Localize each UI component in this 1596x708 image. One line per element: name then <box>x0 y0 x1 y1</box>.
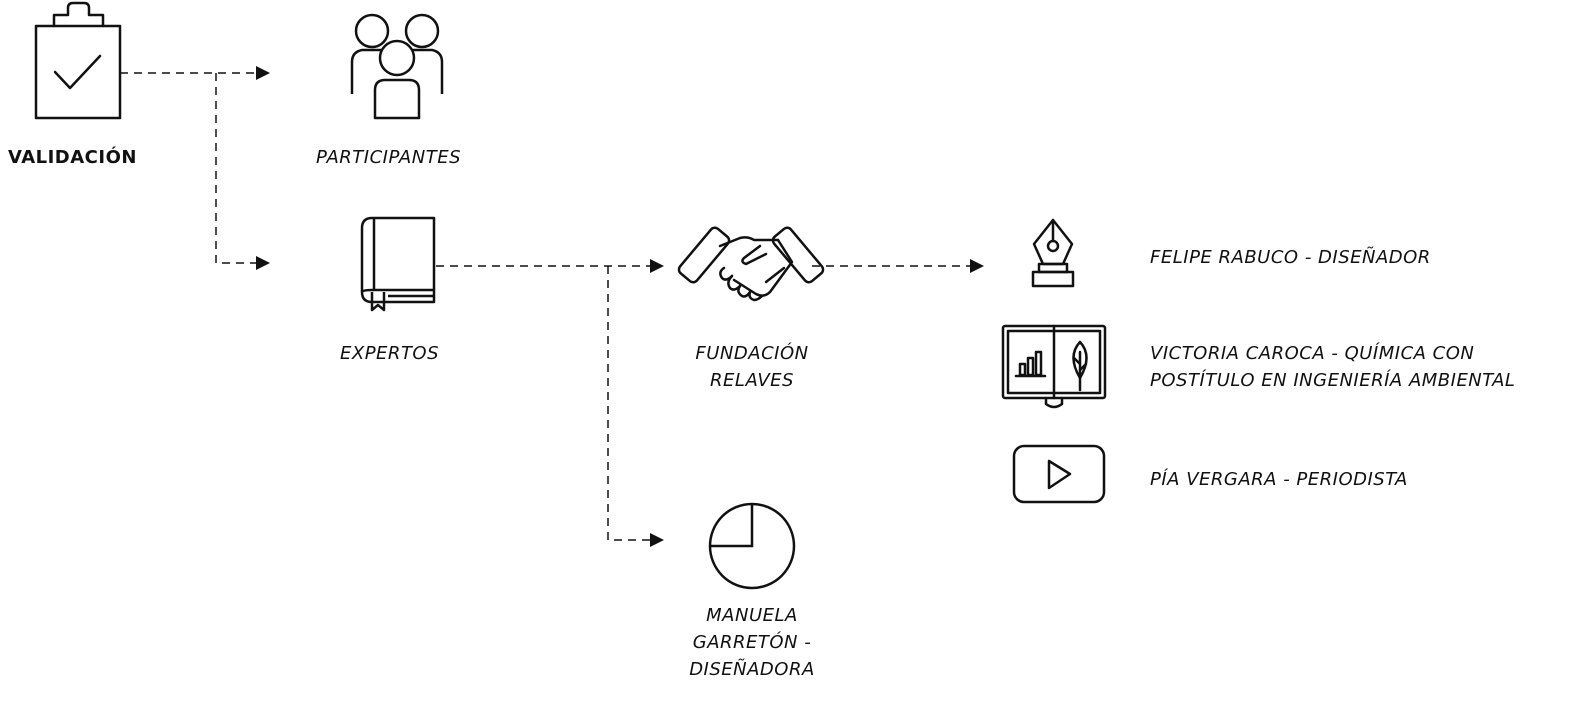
node-label-manuela-line1: MANUELA <box>706 605 798 626</box>
play-button-icon <box>1014 446 1104 502</box>
node-label-expertos: EXPERTOS <box>340 343 440 364</box>
node-label-manuela: MANUELA GARRETÓN - DISEÑADORA <box>668 602 836 683</box>
clipboard-check-icon <box>36 3 120 118</box>
connector-expertos-manuela <box>607 266 664 547</box>
pen-nib-icon <box>1033 220 1073 286</box>
node-label-fundacion: FUNDACIÓN RELAVES <box>668 340 836 394</box>
book-icon <box>362 218 434 310</box>
connector-validacion-expertos <box>215 73 270 270</box>
node-label-manuela-line2: GARRETÓN - <box>692 632 812 653</box>
node-label-victoria: VICTORIA CAROCA - QUÍMICA CON POSTÍTULO … <box>1150 340 1515 394</box>
node-label-pia: PÍA VERGARA - PERIODISTA <box>1150 469 1408 490</box>
people-group-icon <box>352 15 442 118</box>
node-label-felipe: FELIPE RABUCO - DISEÑADOR <box>1150 247 1431 268</box>
pie-chart-icon <box>710 504 794 588</box>
node-label-fundacion-line2: RELAVES <box>710 370 794 391</box>
node-label-manuela-line3: DISEÑADORA <box>689 659 815 680</box>
handshake-icon <box>677 226 825 300</box>
node-label-victoria-line1: VICTORIA CAROCA - QUÍMICA CON <box>1150 343 1475 364</box>
node-label-fundacion-line1: FUNDACIÓN <box>695 343 809 364</box>
open-book-chart-leaf-icon <box>1003 326 1105 407</box>
node-label-participantes: PARTICIPANTES <box>316 147 461 168</box>
node-label-validacion: VALIDACIÓN <box>8 147 137 168</box>
node-label-victoria-line2: POSTÍTULO EN INGENIERÍA AMBIENTAL <box>1150 370 1516 391</box>
